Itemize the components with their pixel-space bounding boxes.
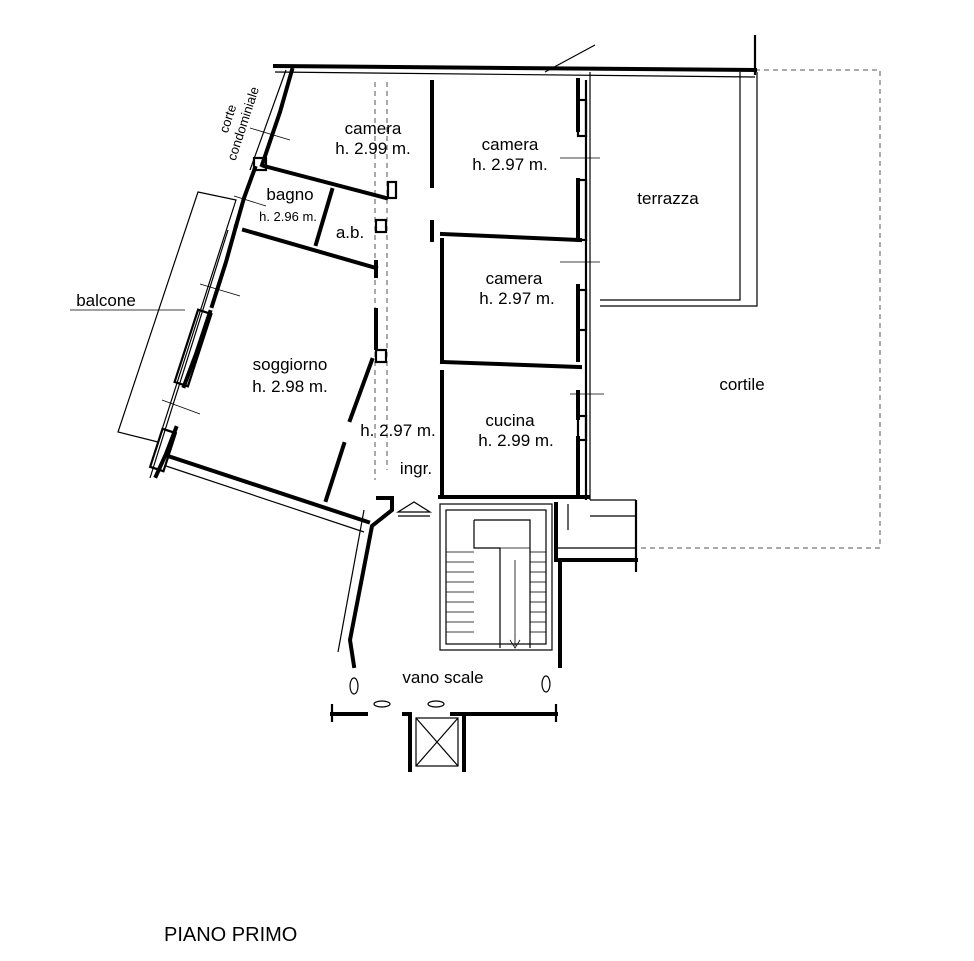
cucina-name: cucina (485, 411, 535, 430)
plan-title: PIANO PRIMO (164, 924, 297, 946)
soggiorno-name: soggiorno (253, 355, 328, 374)
camera-a-height: h. 2.99 m. (335, 139, 411, 158)
bagno-name: bagno (266, 185, 313, 204)
camera-c-height: h. 2.97 m. (479, 289, 555, 308)
cucina-height: h. 2.99 m. (478, 431, 554, 450)
terrazza-label: terrazza (637, 189, 699, 208)
top-boundary (272, 35, 758, 78)
terrazza-outline (589, 72, 758, 500)
corridoio-height: h. 2.97 m. (360, 421, 436, 440)
camera-b-height: h. 2.97 m. (472, 155, 548, 174)
interior-walls (241, 80, 588, 503)
camera-b-name: camera (482, 135, 539, 154)
window-marks (148, 127, 604, 473)
balcone-label: balcone (76, 291, 136, 310)
soggiorno-height: h. 2.98 m. (252, 377, 328, 396)
cortile-label: cortile (719, 375, 764, 394)
bagno-height: h. 2.96 m. (259, 209, 317, 224)
camera-c-name: camera (486, 269, 543, 288)
camera-a-name: camera (345, 119, 402, 138)
ingresso-label: ingr. (400, 459, 432, 478)
stair-treads (446, 547, 546, 633)
vano-scale-label: vano scale (402, 668, 483, 687)
vano-scale (330, 496, 638, 772)
ab-label: a.b. (336, 223, 364, 242)
dashed-outlines (374, 69, 881, 549)
